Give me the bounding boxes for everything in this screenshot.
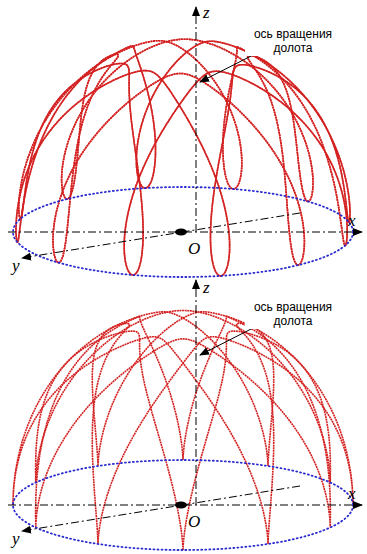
- axis-letter: x: [348, 212, 356, 229]
- leader-arrow: [200, 54, 255, 82]
- axis-letter: y: [12, 530, 20, 547]
- origin-dot: [175, 229, 187, 236]
- trajectory-curve: [36, 316, 331, 527]
- axis-note: ось вращения долота: [245, 301, 341, 329]
- z-axis: [196, 280, 197, 505]
- trajectory-curve: [36, 311, 331, 551]
- trajectory-curve: [53, 39, 313, 265]
- leader-arrow: [200, 327, 255, 355]
- axis-letter: y: [12, 257, 20, 274]
- origin-letter: O: [188, 513, 200, 530]
- axis-letter: x: [348, 485, 356, 502]
- y-axis: [22, 213, 300, 258]
- axis-note: ось вращения долота: [245, 28, 341, 56]
- trajectory-curve: [53, 39, 313, 265]
- origin-letter: O: [188, 240, 200, 257]
- axis-letter: z: [203, 4, 210, 21]
- z-axis: [196, 7, 197, 232]
- axis-letter: z: [203, 279, 210, 296]
- y-axis: [22, 486, 300, 531]
- trajectory-curve: [92, 312, 353, 544]
- trajectory-curve: [13, 312, 274, 544]
- origin-dot: [175, 502, 187, 509]
